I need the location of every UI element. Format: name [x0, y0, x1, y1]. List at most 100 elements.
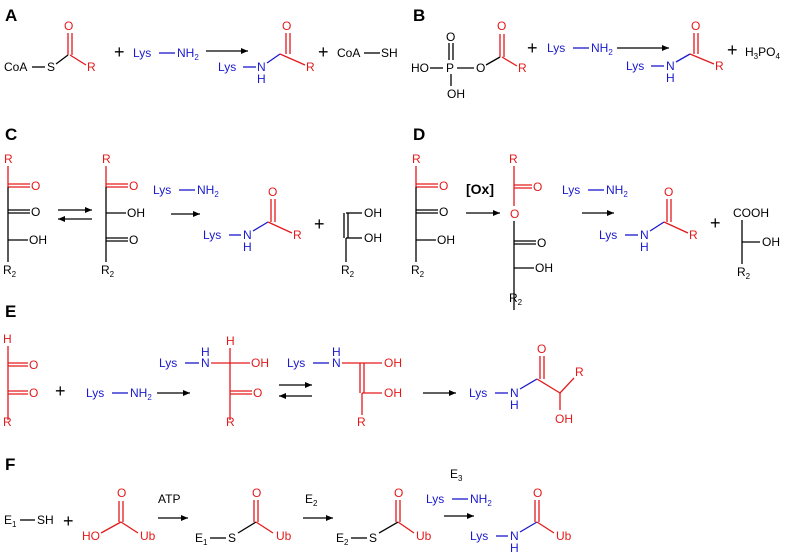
dicarbonyl-reactant: R O O OH R2: [411, 152, 455, 279]
hydroxyacyl-lysine: Lys N H O R OH: [469, 342, 584, 426]
svg-text:NH2: NH2: [197, 183, 219, 199]
svg-text:OH: OH: [762, 235, 780, 249]
svg-text:Lys: Lys: [469, 386, 487, 400]
svg-text:Lys: Lys: [153, 183, 171, 197]
svg-text:N: N: [510, 386, 519, 400]
svg-text:OH: OH: [555, 412, 573, 426]
svg-text:Ub: Ub: [556, 529, 572, 543]
svg-text:N: N: [640, 228, 649, 242]
svg-text:OH: OH: [127, 206, 145, 220]
svg-text:S: S: [47, 60, 55, 74]
svg-text:NH2: NH2: [606, 183, 628, 199]
svg-text:N: N: [666, 59, 675, 73]
svg-text:Lys: Lys: [203, 228, 221, 242]
svg-text:R: R: [509, 152, 518, 166]
svg-text:O: O: [394, 486, 403, 500]
scheme-a: CoA S O R + Lys NH2 Lys N H O R: [4, 19, 398, 86]
svg-text:Ub: Ub: [140, 529, 156, 543]
svg-text:Lys: Lys: [626, 59, 644, 73]
svg-text:S: S: [228, 531, 236, 545]
lysine-amine: Lys NH2: [133, 46, 199, 62]
acyl-coa: CoA S O R: [4, 19, 96, 74]
ubiquitin-acid: O HO Ub: [82, 486, 156, 543]
svg-text:+: +: [727, 40, 738, 60]
enediol-tautomer: R O OH O R2: [101, 152, 145, 279]
scheme-b: O HO P OH O O R + Lys NH2 Lys N: [411, 19, 780, 101]
svg-text:E1: E1: [195, 531, 208, 547]
svg-text:R2: R2: [509, 291, 523, 307]
scheme-f: E1 SH + O HO Ub ATP E1 S O Ub E2: [4, 467, 572, 553]
scheme-c: R O O OH R2 R O OH O: [3, 152, 382, 279]
acetyl-lysine: Lys N H O R: [218, 19, 315, 86]
svg-text:O: O: [476, 61, 485, 75]
svg-text:OH: OH: [29, 233, 47, 247]
svg-text:CoA: CoA: [337, 46, 360, 60]
e1-ub-thioester: E1 S O Ub: [195, 486, 292, 547]
panel-label-e: E: [5, 302, 16, 321]
svg-text:NH2: NH2: [177, 46, 199, 62]
panel-label-d: D: [413, 125, 425, 144]
scheme-e: H O O R + Lys NH2 Lys N H H OH: [3, 332, 584, 429]
svg-text:H: H: [510, 398, 519, 412]
svg-text:NH2: NH2: [470, 492, 492, 508]
svg-text:Lys: Lys: [599, 228, 617, 242]
svg-text:O: O: [253, 386, 262, 400]
svg-text:Lys: Lys: [470, 529, 488, 543]
svg-text:+: +: [527, 38, 538, 58]
svg-text:O: O: [439, 205, 448, 219]
svg-text:Lys: Lys: [426, 492, 444, 506]
svg-text:H: H: [666, 71, 675, 85]
svg-text:HO: HO: [411, 61, 429, 75]
svg-text:H: H: [640, 240, 649, 254]
svg-text:O: O: [446, 30, 455, 44]
acyl-phosphate: O HO P OH O O R: [411, 19, 527, 101]
svg-text:NH2: NH2: [591, 41, 613, 57]
lysine-amine: Lys NH2: [426, 492, 492, 508]
svg-text:R2: R2: [411, 263, 425, 279]
svg-text:Lys: Lys: [133, 46, 151, 60]
e1-thiol: E1 SH: [4, 513, 54, 529]
svg-text:Ub: Ub: [416, 529, 432, 543]
svg-text:H: H: [257, 72, 266, 86]
svg-text:O: O: [533, 486, 542, 500]
svg-text:O: O: [282, 19, 291, 33]
svg-text:E2: E2: [305, 492, 318, 508]
svg-text:R: R: [518, 61, 527, 75]
svg-text:N: N: [257, 60, 266, 74]
svg-text:OH: OH: [437, 233, 455, 247]
svg-text:O: O: [129, 233, 138, 247]
svg-text:H: H: [510, 541, 519, 553]
svg-text:Ub: Ub: [276, 529, 292, 543]
svg-text:R: R: [689, 228, 698, 242]
svg-text:O: O: [29, 358, 38, 372]
svg-text:Lys: Lys: [287, 356, 305, 370]
lysine-amine: Lys NH2: [153, 183, 219, 199]
svg-text:R: R: [3, 415, 12, 429]
svg-text:R2: R2: [101, 263, 115, 279]
svg-text:H: H: [201, 345, 210, 359]
phosphoric-acid: H3PO4: [745, 45, 780, 61]
svg-text:+: +: [55, 381, 66, 401]
svg-text:+: +: [314, 214, 325, 234]
svg-text:N: N: [510, 529, 519, 543]
svg-text:S: S: [369, 531, 377, 545]
panel-label-f: F: [5, 455, 15, 474]
panel-label-b: B: [413, 6, 425, 25]
lysine-amine: Lys NH2: [562, 183, 628, 199]
svg-text:Lys: Lys: [547, 41, 565, 55]
svg-text:P: P: [446, 61, 454, 75]
svg-text:O: O: [510, 207, 519, 221]
lysine-amine: Lys NH2: [86, 386, 152, 402]
svg-text:O: O: [537, 236, 546, 250]
panel-label-a: A: [5, 6, 17, 25]
svg-text:OH: OH: [447, 87, 465, 101]
svg-text:R: R: [4, 152, 13, 166]
svg-text:R: R: [306, 60, 315, 74]
svg-text:O: O: [117, 486, 126, 500]
panel-label-c: C: [5, 125, 17, 144]
svg-text:H: H: [226, 334, 235, 348]
svg-text:Lys: Lys: [562, 183, 580, 197]
svg-text:O: O: [268, 185, 277, 199]
acetyl-lysine: Lys N H O R: [626, 19, 724, 85]
